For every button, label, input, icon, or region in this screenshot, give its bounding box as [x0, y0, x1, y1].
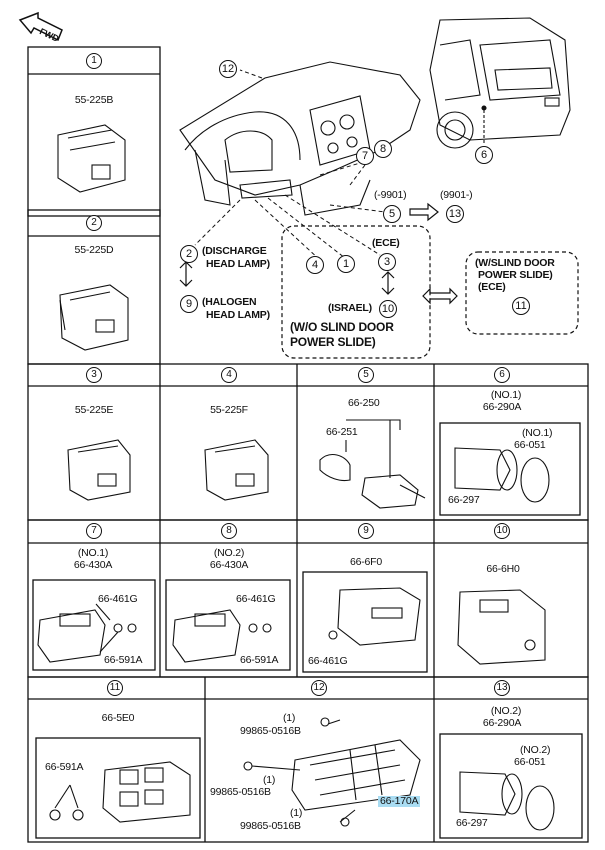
wo-slind-line1: (W/O SLIND DOOR — [290, 320, 394, 334]
panel-4-number: 4 — [221, 367, 237, 383]
panel-9-sub-a: 66-461G — [308, 655, 348, 667]
panel-11-sub-a: 66-591A — [45, 761, 84, 773]
row-5-frame — [27, 676, 589, 843]
ece-label: (ECE) — [372, 237, 400, 249]
callout-1: 1 — [337, 255, 355, 273]
panel-7-sub-a: 66-461G — [98, 593, 138, 605]
fwd-arrow-icon — [18, 11, 63, 42]
callout-4: 4 — [306, 256, 324, 274]
callout-12: 12 — [219, 60, 237, 78]
panel-5-number: 5 — [358, 367, 374, 383]
vehicle-illustration — [429, 17, 571, 149]
panel-6-sub-qualifier: (NO.1) — [522, 427, 553, 439]
halogen-line1: (HALOGEN — [202, 296, 257, 308]
callout-10: 10 — [379, 300, 397, 318]
panel-13-qualifier: (NO.2) — [490, 705, 522, 717]
panel-10-part: 66-6H0 — [486, 563, 520, 575]
panel-4-part: 55-225F — [210, 404, 248, 416]
row-3-frame — [27, 363, 589, 521]
panel-9-number: 9 — [358, 523, 374, 539]
panel-13-number: 13 — [494, 680, 510, 696]
panel-7-qualifier: (NO.1) — [77, 547, 109, 559]
panel-7-number: 7 — [86, 523, 102, 539]
panel-8-part: 66-430A — [209, 559, 249, 571]
callout-6: 6 — [475, 146, 493, 164]
panel-13-sub-b: 66-297 — [456, 817, 488, 829]
panel-12-screw-a: 99865-0516B — [240, 725, 301, 737]
wo-slind-door-region — [281, 225, 431, 359]
label-9901-minus: (9901-) — [440, 189, 473, 201]
dashboard-illustration — [179, 61, 421, 216]
callout-7: 7 — [356, 147, 374, 165]
panel-6-sub-b: 66-297 — [448, 494, 480, 506]
panel-8-sub-a: 66-461G — [236, 593, 276, 605]
w-slind-door-region — [465, 251, 579, 335]
wo-slind-line2: POWER SLIDE) — [290, 335, 376, 349]
panel-11-part: 66-5E0 — [101, 712, 135, 724]
panel-12-screw-c: 99865-0516B — [240, 820, 301, 832]
panel-11-number: 11 — [107, 680, 123, 696]
panel-9-part: 66-6F0 — [349, 556, 383, 568]
panel-5-part-a: 66-250 — [348, 397, 380, 409]
panel-6-sub-a: 66-051 — [514, 439, 546, 451]
panel-2-part: 55-225D — [74, 244, 114, 256]
panel-12-q1: (1) — [283, 712, 296, 724]
panel-12-q3: (1) — [290, 807, 303, 819]
panel-1-frame — [27, 46, 161, 217]
callout-9: 9 — [180, 295, 198, 313]
panel-2-number: 2 — [86, 215, 102, 231]
panel-6-number: 6 — [494, 367, 510, 383]
panel-13-sub-qualifier: (NO.2) — [520, 744, 551, 756]
panel-1-part: 55-225B — [74, 94, 114, 106]
w-slind-line1: (W/SLIND DOOR — [475, 257, 555, 269]
callout-5: 5 — [383, 205, 401, 223]
w-slind-line3: (ECE) — [478, 281, 506, 293]
w-slind-line2: POWER SLIDE) — [478, 269, 553, 281]
callout-13: 13 — [446, 205, 464, 223]
panel-7-sub-b: 66-591A — [104, 654, 143, 666]
panel-2-frame — [27, 209, 161, 365]
panel-8-qualifier: (NO.2) — [213, 547, 245, 559]
panel-3-part: 55-225E — [74, 404, 114, 416]
panel-7-part: 66-430A — [73, 559, 113, 571]
panel-12-part: 66-170A — [378, 795, 421, 807]
panel-12-q2: (1) — [263, 774, 276, 786]
callout-11: 11 — [512, 297, 530, 315]
panel-13-part: 66-290A — [482, 717, 522, 729]
callout-2: 2 — [180, 245, 198, 263]
israel-label: (ISRAEL) — [328, 302, 372, 314]
callout-3: 3 — [378, 253, 396, 271]
panel-6-part: 66-290A — [482, 401, 522, 413]
panel-3-number: 3 — [86, 367, 102, 383]
panel-13-sub-a: 66-051 — [514, 756, 546, 768]
callout-8: 8 — [374, 140, 392, 158]
panel-10-number: 10 — [494, 523, 510, 539]
halogen-line2: HEAD LAMP) — [206, 309, 270, 321]
panel-12-screw-b: 99865-0516B — [210, 786, 271, 798]
discharge-line1: (DISCHARGE — [202, 245, 267, 257]
label-minus-9901: (-9901) — [374, 189, 407, 201]
panel-5-part-b: 66-251 — [326, 426, 358, 438]
panel-6-qualifier: (NO.1) — [490, 389, 522, 401]
panel-1-number: 1 — [86, 53, 102, 69]
discharge-line2: HEAD LAMP) — [206, 258, 270, 270]
panel-8-sub-b: 66-591A — [240, 654, 279, 666]
panel-8-number: 8 — [221, 523, 237, 539]
panel-12-number: 12 — [311, 680, 327, 696]
